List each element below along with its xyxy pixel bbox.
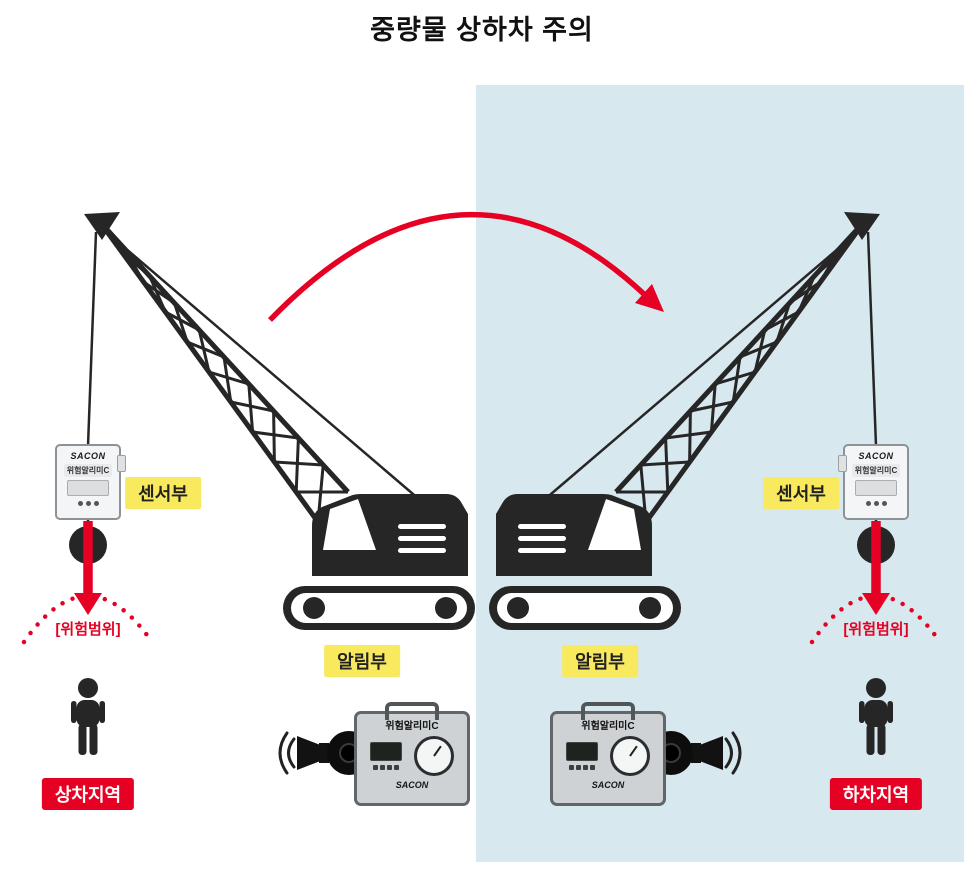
- sensor-device-left: SACON 위험알리미C: [55, 444, 126, 520]
- alarm-gauge: [414, 736, 455, 776]
- hook-drop-left: [69, 521, 107, 615]
- alarm-part-label-left: 알림부: [324, 645, 400, 677]
- sensor-buttons: [865, 501, 887, 506]
- sensor-brand: SACON: [70, 451, 106, 461]
- sensor-antenna: [838, 455, 847, 472]
- alarm-part-label-right: 알림부: [562, 645, 638, 677]
- alarm-brand: SACON: [591, 780, 625, 790]
- alarm-display: [369, 742, 402, 761]
- alarm-device-right: 위험알리미C SACON: [550, 702, 666, 806]
- sensor-screen: [855, 480, 897, 496]
- alarm-handle: [385, 702, 439, 720]
- alarm-gauge: [610, 736, 651, 776]
- page-title: 중량물 상하차 주의: [370, 15, 594, 45]
- crane-right: [489, 212, 880, 630]
- alarm-panel: [357, 736, 467, 776]
- danger-range-text-left: [위험범위]: [55, 621, 121, 638]
- sensor-buttons: [77, 501, 99, 506]
- sensor-device-right: SACON 위험알리미C: [838, 444, 909, 520]
- sensor-model-label: 위험알리미C: [63, 464, 113, 477]
- danger-range-text-right: [위험범위]: [843, 621, 909, 638]
- alarm-device-left: 위험알리미C SACON: [354, 702, 470, 806]
- alarm-model-label: 위험알리미C: [385, 721, 439, 732]
- alarm-handle: [581, 702, 635, 720]
- alarm-buttons: [568, 765, 595, 770]
- swing-arrow-head: [635, 284, 664, 312]
- swing-arrow-arc: [268, 211, 648, 322]
- worker-left: [71, 678, 105, 755]
- zone-label-loading: 상차지역: [41, 778, 135, 810]
- sensor-antenna: [117, 455, 126, 472]
- sensor-brand: SACON: [858, 451, 894, 461]
- alarm-buttons: [372, 765, 399, 770]
- alarm-display: [565, 742, 598, 761]
- sensor-part-label-left: 센서부: [125, 477, 201, 509]
- alarm-brand: SACON: [395, 780, 429, 790]
- hook-drop-right: [857, 521, 895, 615]
- alarm-panel: [553, 736, 663, 776]
- zone-label-unloading: 하차지역: [829, 778, 923, 810]
- sensor-model-label: 위험알리미C: [851, 464, 901, 477]
- sensor-screen: [67, 480, 109, 496]
- worker-right: [859, 678, 893, 755]
- sensor-part-label-right: 센서부: [763, 477, 839, 509]
- alarm-model-label: 위험알리미C: [581, 721, 635, 732]
- crane-left: [84, 212, 475, 630]
